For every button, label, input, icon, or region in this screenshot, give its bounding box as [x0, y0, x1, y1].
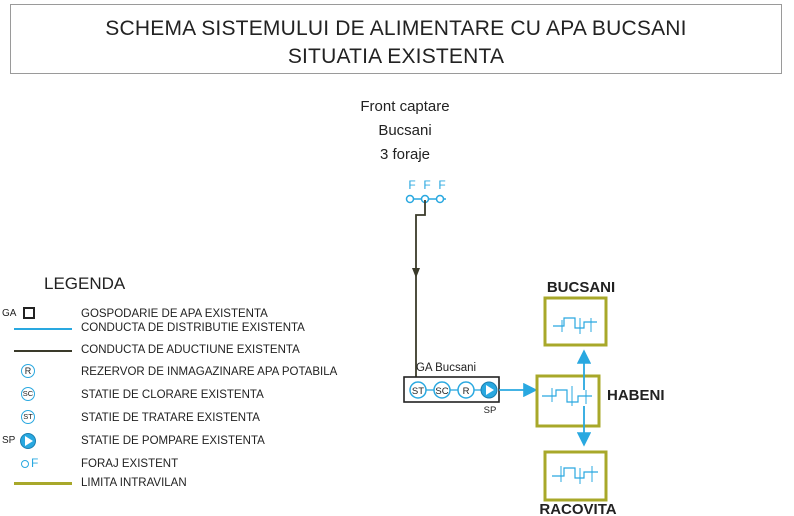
locality-racovita: RACOVITA	[539, 501, 616, 516]
legend-ga-symbol-label: GA	[2, 308, 17, 319]
legend-item-adduction: CONDUCTA DE ADUCTIUNE EXISTENTA	[0, 341, 380, 361]
adduction-arrow	[412, 268, 420, 278]
legend-item-well: F FORAJ EXISTENT	[0, 455, 380, 475]
adduction-pipe	[415, 200, 426, 380]
legend-item-reservoir: R REZERVOR DE INMAGAZINARE APA POTABILA	[0, 363, 380, 383]
legend-text: LIMITA INTRAVILAN	[81, 477, 187, 489]
legend-item-distribution: CONDUCTA DE DISTRIBUTIE EXISTENTA	[0, 319, 380, 339]
legend-item-pumping: SP STATIE DE POMPARE EXISTENTA	[0, 432, 380, 452]
network-racovita	[552, 467, 598, 479]
adduction-line-icon	[14, 350, 72, 352]
well-icon	[435, 194, 445, 204]
water-facility-icon	[23, 307, 35, 319]
legend-text: CONDUCTA DE DISTRIBUTIE EXISTENTA	[81, 322, 305, 334]
well-letter: F	[31, 456, 39, 470]
ga-st: ST	[412, 386, 424, 397]
wells-group: F F F	[405, 178, 446, 204]
legend-text: FORAJ EXISTENT	[81, 458, 179, 470]
legend-text: STATIE DE TRATARE EXISTENTA	[81, 412, 260, 424]
ga-r: R	[463, 386, 470, 397]
source-label-line1: Front captare	[360, 98, 450, 115]
legend-text: REZERVOR DE INMAGAZINARE APA POTABILA	[81, 366, 338, 378]
network-habeni	[542, 389, 592, 403]
ga-sc: SC	[435, 386, 448, 397]
intravilan-line-icon	[14, 482, 72, 485]
locality-bucsani: BUCSANI	[547, 279, 615, 296]
locality-habeni: HABENI	[607, 387, 665, 404]
diagram-subtitle: SITUATIA EXISTENTA	[287, 45, 505, 68]
intravilan-habeni	[535, 374, 601, 428]
reservoir-icon: R	[21, 364, 35, 378]
legend-item-treatment: ST STATIE DE TRATARE EXISTENTA	[0, 409, 380, 429]
distribution-line-icon	[14, 328, 72, 330]
intravilan-bucsani	[543, 296, 608, 347]
chlorination-station-icon: SC	[21, 387, 35, 401]
treatment-station-icon: ST	[21, 410, 35, 424]
well-label-1: F	[408, 178, 415, 192]
network-bucsani	[553, 317, 597, 329]
diagram-title: SCHEMA SISTEMULUI DE ALIMENTARE CU APA B…	[105, 17, 687, 40]
legend-item-intravilan: LIMITA INTRAVILAN	[0, 474, 380, 494]
legend-item-ga: GA GOSPODARIE DE APA EXISTENTA	[0, 305, 380, 325]
pump-station-icon	[20, 433, 36, 449]
legend-item-chlorination: SC STATIE DE CLORARE EXISTENTA	[0, 386, 380, 406]
ga-sp: SP	[484, 405, 497, 416]
source-label-line3: 3 foraje	[379, 146, 431, 163]
well-label-3: F	[438, 178, 445, 192]
legend-text: STATIE DE POMPARE EXISTENTA	[81, 435, 265, 447]
well-icon	[21, 460, 29, 468]
legend-sp-symbol-label: SP	[2, 435, 16, 446]
well-icon	[405, 194, 415, 204]
ga-label: GA Bucsani	[416, 362, 476, 374]
legend-text: GOSPODARIE DE APA EXISTENTA	[81, 308, 268, 320]
legend-title: LEGENDA	[44, 274, 126, 293]
title-box: SCHEMA SISTEMULUI DE ALIMENTARE CU APA B…	[10, 4, 782, 74]
source-label-line2: Bucsani	[378, 122, 432, 139]
well-label-2: F	[423, 178, 430, 192]
intravilan-racovita	[543, 450, 608, 502]
legend-text: STATIE DE CLORARE EXISTENTA	[81, 389, 264, 401]
legend-text: CONDUCTA DE ADUCTIUNE EXISTENTA	[81, 344, 300, 356]
